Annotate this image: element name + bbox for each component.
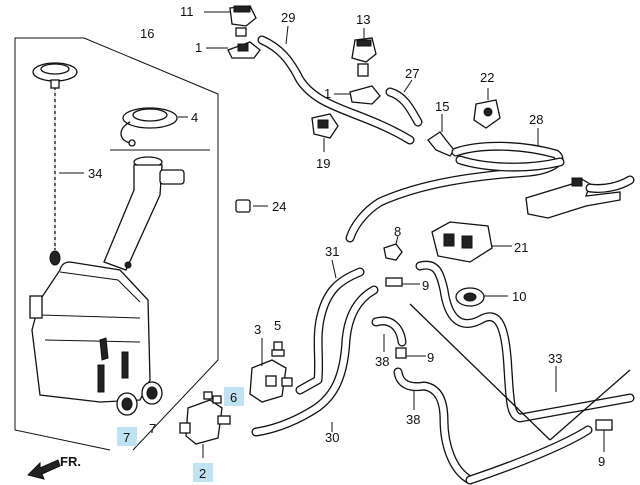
callout-5: 5: [274, 318, 281, 333]
callout-1-lower: 1: [324, 86, 331, 101]
washer-hose-30: [251, 285, 379, 437]
callout-highlight-7: [117, 427, 137, 446]
callout-highlight-2: [193, 463, 213, 482]
hose-clip-19: [311, 113, 339, 152]
callout-9-b: 9: [427, 350, 434, 365]
callout-15: 15: [435, 99, 449, 114]
callout-7-left: 7: [123, 430, 130, 445]
callout-4: 4: [191, 110, 198, 125]
small-clip-6: [203, 391, 222, 404]
callout-3: 3: [254, 322, 261, 337]
callout-highlight-6: [224, 387, 244, 406]
callout-11: 11: [180, 4, 194, 19]
callout-27: 27: [405, 66, 419, 81]
fitting-9-c: [595, 419, 613, 452]
washer-hose-33: [409, 260, 635, 485]
front-direction-marker: FR.: [27, 454, 81, 480]
callout-24: 24: [272, 199, 286, 214]
level-gauge-34: [49, 88, 84, 266]
callout-30: 30: [325, 430, 339, 445]
washer-hose-38-lower: [393, 367, 475, 485]
callout-10: 10: [512, 289, 526, 304]
washer-hose-27: [385, 79, 423, 127]
callout-22: 22: [480, 70, 494, 85]
check-valve-21: [431, 221, 512, 263]
joint-15: [427, 114, 455, 157]
washer-hose-31: [295, 259, 365, 395]
grommet-7-right: [141, 381, 163, 405]
nozzle-base-1-lower: [334, 85, 381, 105]
filler-cap: [32, 62, 78, 89]
callout-21: 21: [514, 240, 528, 255]
callout-13: 13: [356, 12, 370, 27]
callout-6: 6: [230, 390, 237, 405]
callout-33: 33: [548, 351, 562, 366]
callout-29: 29: [281, 10, 295, 25]
callout-9-a: 9: [422, 278, 429, 293]
fitting-5: [271, 341, 285, 357]
fitting-9-a: [385, 277, 420, 287]
front-marker-label: FR.: [60, 454, 81, 469]
bolt-24: [235, 199, 268, 213]
washer-hose-38-upper: [371, 316, 407, 352]
washer-pump-2: [179, 399, 231, 458]
callout-1-upper: 1: [195, 40, 202, 55]
grommet-10: [455, 287, 508, 307]
washer-pump-3: [249, 338, 293, 403]
washer-hose-29: [257, 25, 415, 145]
nozzle-base-1-upper: [206, 41, 261, 59]
callout-16: 16: [140, 26, 154, 41]
reservoir-filler-neck: [103, 156, 185, 271]
callout-labels: 11 1 29 13 27 22 1 15 28 16 4 19 34 24 8…: [88, 4, 605, 481]
callout-8: 8: [394, 224, 401, 239]
fitting-9-b: [395, 347, 426, 359]
washer-nozzle-11: [204, 5, 257, 37]
hose-joint-8: [383, 235, 403, 261]
callout-9-c: 9: [598, 454, 605, 469]
callout-28: 28: [529, 112, 543, 127]
callout-7-right: 7: [149, 421, 156, 436]
grommet-7-left: [116, 392, 138, 416]
callout-34: 34: [88, 166, 102, 181]
callout-38-lower: 38: [406, 412, 420, 427]
callout-2: 2: [199, 466, 206, 481]
callout-31: 31: [325, 244, 339, 259]
washer-hose-28: [345, 141, 565, 243]
callout-19: 19: [316, 156, 330, 171]
washer-reservoir-tank: [29, 261, 151, 403]
reservoir-assembly-frame: [14, 37, 219, 451]
washer-hose-upper-right: [585, 175, 635, 193]
washer-nozzle-13: [351, 28, 377, 77]
callout-38-upper: 38: [375, 354, 389, 369]
cap-seal-4: [120, 107, 188, 147]
hose-clip-22: [473, 88, 501, 129]
